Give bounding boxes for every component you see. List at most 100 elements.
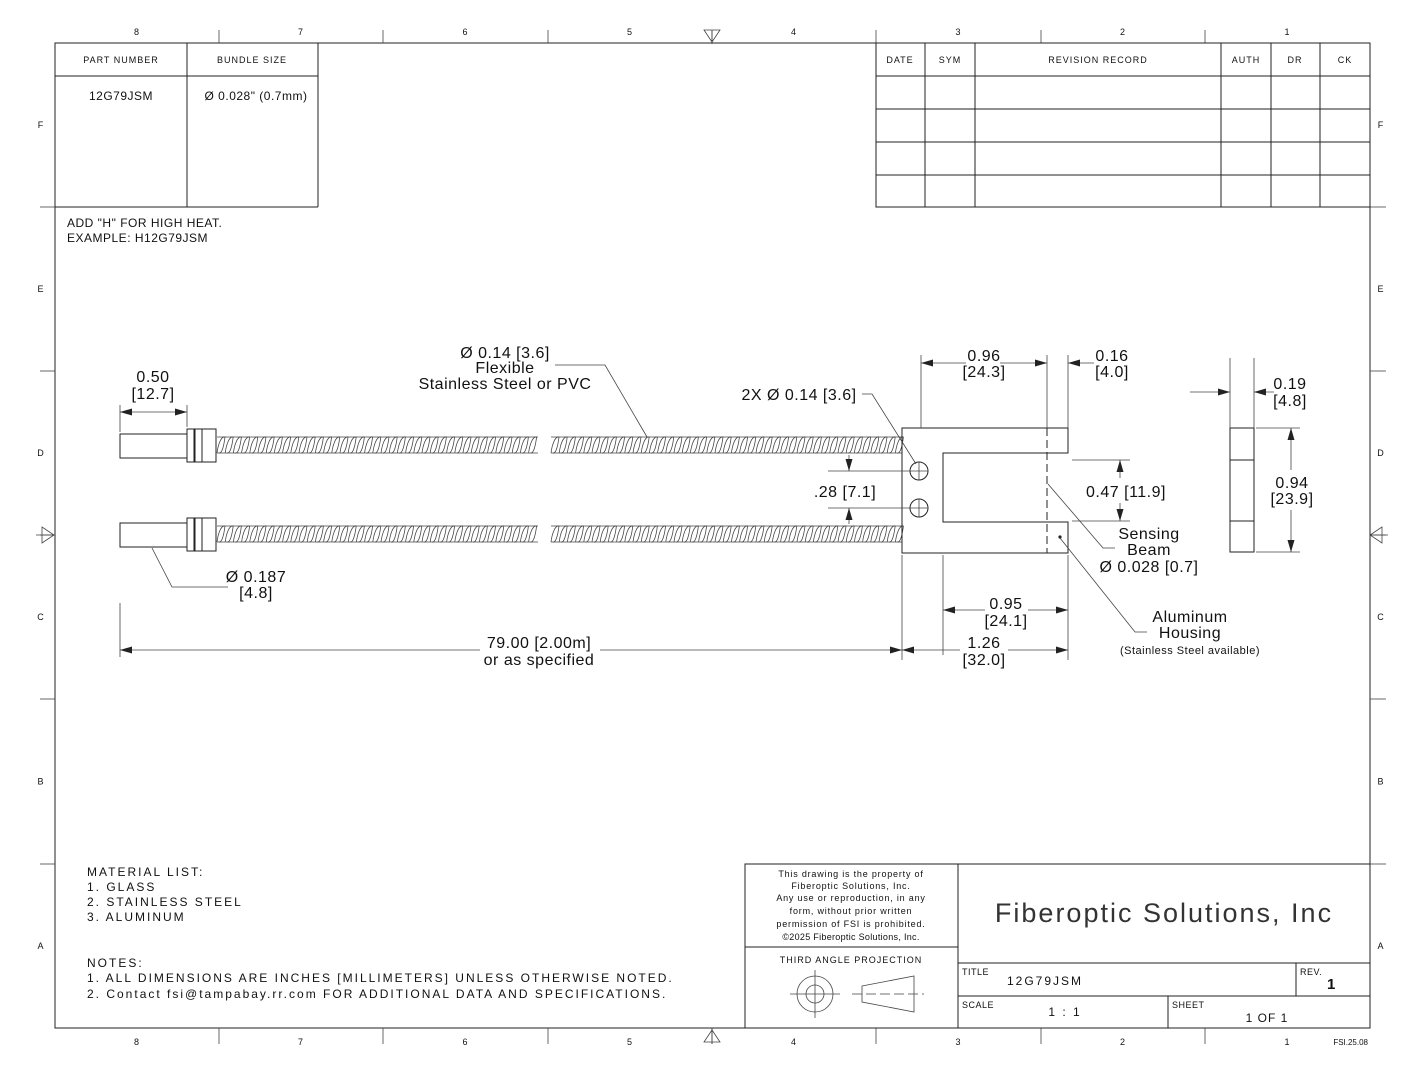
- center-mark-top: [703, 29, 721, 44]
- spiral-coil: [487, 525, 497, 543]
- spiral-coil: [895, 525, 904, 543]
- spiral-coil: [706, 436, 716, 454]
- zone-row-label: C: [1377, 612, 1385, 622]
- spiral-coil: [862, 436, 872, 454]
- title-value: 12G79JSM: [1007, 974, 1083, 988]
- spiral-coil: [837, 436, 847, 454]
- center-mark-left: [36, 526, 55, 544]
- spiral-coil: [804, 525, 814, 543]
- spiral-coil: [583, 436, 593, 454]
- dim-height-mm: [23.9]: [1270, 491, 1313, 508]
- dim-cable-material: Stainless Steel or PVC: [419, 376, 592, 393]
- spiral-coil: [747, 525, 757, 543]
- dimension-arrowhead: [175, 408, 187, 416]
- spiral-coil: [722, 525, 732, 543]
- dim-arm-mm: [4.0]: [1095, 364, 1129, 381]
- tip-upper: [119, 433, 188, 459]
- spiral-coil: [550, 436, 560, 454]
- zone-col-label: 6: [462, 27, 468, 37]
- spiral-coil: [233, 525, 242, 543]
- spiral-coil: [714, 525, 724, 543]
- spiral-coil: [558, 436, 568, 454]
- spiral-coil: [649, 525, 658, 543]
- spiral-coil: [446, 436, 456, 454]
- spiral-coil: [550, 525, 560, 543]
- spiral-coil: [886, 436, 896, 454]
- zone-row-label: C: [37, 612, 45, 622]
- spiral-coil: [608, 525, 617, 543]
- spiral-coil: [339, 436, 349, 454]
- spiral-coil: [372, 436, 382, 454]
- spiral-coil: [462, 525, 472, 543]
- rev-header-record: REVISION RECORD: [1048, 55, 1148, 65]
- spiral-coil: [731, 525, 740, 543]
- dimension-labels: 0.50 [12.7] Ø 0.14 [3.6] Flexible Stainl…: [131, 345, 1313, 669]
- spiral-coil: [429, 525, 439, 543]
- zone-row-label: E: [1377, 284, 1384, 294]
- dimension-arrowhead: [845, 508, 853, 520]
- ferrule-upper-a: [186, 428, 195, 463]
- property-line-2: Fiberoptic Solutions, Inc.: [791, 881, 910, 891]
- spiral-coil: [479, 436, 488, 454]
- spiral-coil: [364, 525, 374, 543]
- dim-housing-width-mm: [24.3]: [962, 364, 1005, 381]
- spiral-coil: [224, 436, 234, 454]
- spiral-coil: [397, 436, 406, 454]
- spiral-coil: [224, 525, 234, 543]
- spiral-coil: [216, 436, 226, 454]
- spiral-coil: [870, 436, 880, 454]
- ferrule-lower-a: [186, 517, 195, 552]
- tip-lower: [119, 522, 188, 548]
- spiral-coil: [886, 525, 896, 543]
- spiral-coil: [315, 525, 324, 543]
- dim-slot-depth-mm: [24.1]: [984, 613, 1027, 630]
- spiral-coil: [306, 525, 316, 543]
- spiral-coil: [298, 525, 308, 543]
- spiral-coil: [479, 525, 488, 543]
- housing-dot: [1058, 535, 1062, 539]
- spiral-coil: [616, 436, 626, 454]
- third-angle-projection-icon: [790, 970, 924, 1018]
- spiral-coil: [315, 436, 324, 454]
- zone-col-label: 8: [134, 1037, 140, 1047]
- dim-slot-depth: 0.95: [989, 596, 1022, 613]
- fiber-assembly: [119, 428, 904, 552]
- dim-cable-flexible: Flexible: [475, 360, 534, 377]
- scale-value: 1 : 1: [1048, 1005, 1081, 1019]
- spiral-coil: [429, 436, 439, 454]
- spiral-coil: [503, 436, 513, 454]
- dim-thickness-mm: [4.8]: [1273, 393, 1307, 410]
- company-name: Fiberoptic Solutions, Inc: [995, 898, 1333, 928]
- beam-label-2: Beam: [1127, 542, 1171, 559]
- spiral-coil: [854, 436, 863, 454]
- ferrule-upper-c: [201, 428, 217, 463]
- spiral-coil: [388, 525, 398, 543]
- dimension-arrowhead: [902, 646, 914, 654]
- housing-label-2: Housing: [1159, 625, 1221, 642]
- material-item-3: 3. ALUMINUM: [87, 910, 186, 924]
- spiral-coil: [282, 436, 292, 454]
- spiral-coil: [624, 436, 634, 454]
- spiral-coil: [624, 525, 634, 543]
- zone-col-label: 4: [791, 27, 797, 37]
- spiral-coil: [511, 525, 521, 543]
- parts-header-part-number: PART NUMBER: [83, 55, 159, 65]
- zone-row-label: A: [37, 941, 44, 951]
- spiral-coil: [331, 525, 341, 543]
- dimension-arrowhead: [1218, 388, 1230, 396]
- spiral-coil: [216, 525, 226, 543]
- spiral-coil: [454, 436, 464, 454]
- dim-arm: 0.16: [1095, 348, 1128, 365]
- spiral-coil: [487, 436, 497, 454]
- spiral-coil: [380, 436, 390, 454]
- dim-thickness: 0.19: [1273, 376, 1306, 393]
- bundle-size-value: Ø 0.028" (0.7mm): [205, 89, 308, 103]
- spiral-coil: [608, 436, 617, 454]
- spiral-coil: [591, 525, 601, 543]
- note-item-2: 2. Contact fsi@tampabay.rr.com FOR ADDIT…: [87, 987, 667, 1001]
- spiral-coil: [698, 525, 708, 543]
- spiral-coil: [731, 436, 740, 454]
- zone-col-label: 7: [298, 1037, 304, 1047]
- projection-label: THIRD ANGLE PROJECTION: [780, 955, 923, 965]
